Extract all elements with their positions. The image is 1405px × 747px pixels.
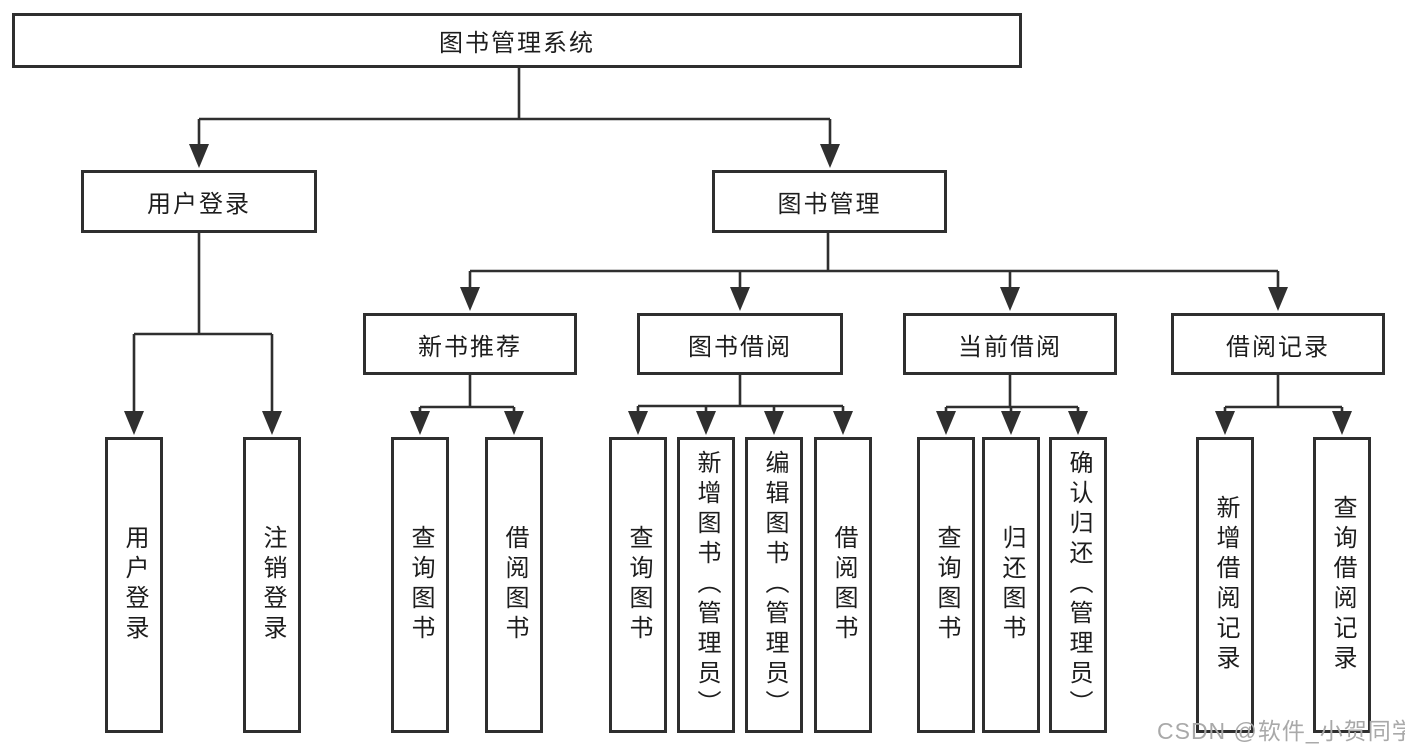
node-label: 归还图书 [998, 525, 1025, 645]
arrowhead-icon [410, 411, 430, 435]
arrowhead-icon [1001, 411, 1021, 435]
arrowhead-icon [730, 287, 750, 311]
node-label: 新增图书（管理员） [693, 450, 720, 720]
arrowhead-icon [189, 144, 209, 168]
arrowhead-icon [936, 411, 956, 435]
node-label: 图书管理 [777, 191, 882, 218]
node-label: 用户登录 [147, 191, 251, 218]
node-leaf-add-borrow-record: 新增借阅记录 [1196, 437, 1254, 733]
node-label: 用户登录 [121, 525, 148, 645]
node-leaf-borrow-books-recommend: 借阅图书 [485, 437, 543, 733]
node-label: 图书借阅 [688, 333, 792, 361]
node-leaf-user-login: 用户登录 [105, 437, 163, 733]
node-leaf-query-books-recommend: 查询图书 [391, 437, 449, 733]
arrowhead-icon [820, 144, 840, 168]
node-leaf-add-books-admin: 新增图书（管理员） [677, 437, 735, 733]
arrowhead-icon [1068, 411, 1088, 435]
node-leaf-query-books-borrowing: 查询图书 [609, 437, 667, 733]
arrowhead-icon [1000, 287, 1020, 311]
node-leaf-logout: 注销登录 [243, 437, 301, 733]
node-borrowing-records: 借阅记录 [1171, 313, 1385, 375]
node-label: 查询借阅记录 [1329, 495, 1356, 675]
node-label: 借阅图书 [501, 525, 528, 645]
node-book-management: 图书管理 [712, 170, 947, 233]
node-leaf-borrow-books: 借阅图书 [814, 437, 872, 733]
arrowhead-icon [460, 287, 480, 311]
node-new-book-recommendation: 新书推荐 [363, 313, 577, 375]
node-label: 图书管理系统 [439, 30, 595, 57]
node-label: 确认归还（管理员） [1065, 450, 1092, 720]
node-label: 注销登录 [259, 525, 286, 645]
node-label: 借阅记录 [1226, 333, 1330, 361]
node-label: 查询图书 [625, 525, 652, 645]
node-label: 查询图书 [407, 525, 434, 645]
watermark: CSDN @软件_小贺同学 [1157, 718, 1405, 744]
node-leaf-confirm-return-admin: 确认归还（管理员） [1049, 437, 1107, 733]
arrowhead-icon [1332, 411, 1352, 435]
node-label: 查询图书 [933, 525, 960, 645]
node-label: 新书推荐 [418, 333, 522, 361]
node-leaf-return-books: 归还图书 [982, 437, 1040, 733]
node-library-management-system: 图书管理系统 [12, 13, 1022, 68]
node-leaf-edit-books-admin: 编辑图书（管理员） [745, 437, 803, 733]
node-leaf-query-borrow-record: 查询借阅记录 [1313, 437, 1371, 733]
arrowhead-icon [833, 411, 853, 435]
node-book-borrowing: 图书借阅 [637, 313, 843, 375]
arrowhead-icon [764, 411, 784, 435]
node-current-borrowing: 当前借阅 [903, 313, 1117, 375]
arrowhead-icon [504, 411, 524, 435]
node-label: 新增借阅记录 [1212, 495, 1239, 675]
node-leaf-query-books-current: 查询图书 [917, 437, 975, 733]
arrowhead-icon [262, 411, 282, 435]
node-label: 编辑图书（管理员） [761, 450, 788, 720]
arrowhead-icon [696, 411, 716, 435]
arrowhead-icon [124, 411, 144, 435]
node-label: 借阅图书 [830, 525, 857, 645]
arrowhead-icon [1215, 411, 1235, 435]
arrowhead-icon [628, 411, 648, 435]
arrowhead-icon [1268, 287, 1288, 311]
node-label: 当前借阅 [958, 333, 1062, 361]
node-user-login: 用户登录 [81, 170, 317, 233]
